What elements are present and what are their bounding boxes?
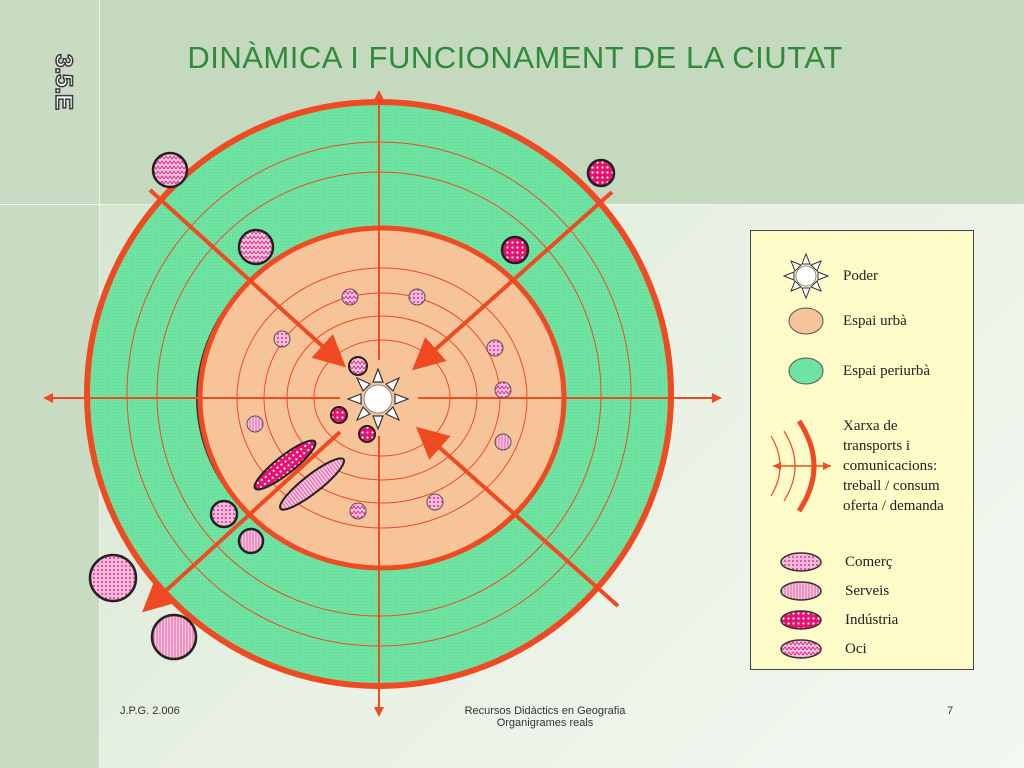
activity-oci	[341, 288, 359, 306]
activity-oci	[237, 228, 275, 266]
activity-comerc	[408, 288, 426, 306]
legend-swatch-serveis	[780, 581, 822, 601]
activity-oci	[349, 502, 367, 520]
activity-comerc	[88, 553, 138, 603]
slide-left-band	[0, 0, 100, 768]
legend-swatch-periurban	[788, 357, 824, 385]
activity-comerc	[209, 499, 239, 529]
legend-xarxa-line: comunicacions:	[843, 458, 938, 474]
activity-oci	[348, 356, 368, 376]
legend-sun-power-icon	[782, 252, 830, 300]
legend-label-serveis: Serveis	[845, 583, 890, 599]
activity-serveis-corridor	[278, 457, 346, 511]
activity-serveis	[494, 433, 512, 451]
slide-title: DINÀMICA I FUNCIONAMENT DE LA CIUTAT	[187, 40, 843, 75]
legend-label-industria: Indústria	[845, 612, 899, 628]
activity-industria	[500, 235, 530, 265]
legend-xarxa-line: treball / consum	[843, 478, 940, 494]
legend-label-oci: Oci	[845, 641, 867, 657]
activity-oci	[494, 381, 512, 399]
sun-power-icon	[346, 367, 410, 431]
legend-label-espai-urba: Espai urbà	[843, 313, 907, 329]
legend-label-poder: Poder	[843, 268, 878, 284]
legend-label-espai-periurba: Espai periurbà	[843, 363, 931, 379]
activity-industria-corridor	[253, 439, 317, 491]
footer-source-line: Organigrames reals	[496, 717, 594, 729]
legend-swatch-urban	[788, 307, 824, 335]
activity-comerc	[486, 339, 504, 357]
legend-label-comerc: Comerç	[845, 554, 893, 570]
legend-label-xarxa: Xarxa de transports i comunicacions: tre…	[843, 416, 944, 516]
activity-serveis	[237, 527, 265, 555]
footer-page-number: 7	[946, 705, 954, 717]
activity-industria	[330, 406, 348, 424]
legend-panel: Poder Espai urbà Espai periurbà Xarxa de…	[750, 230, 974, 670]
activity-serveis	[150, 613, 198, 661]
footer-author: J.P.G. 2.006	[120, 705, 180, 717]
legend-swatch-oci	[780, 639, 822, 659]
legend-xarxa-line: transports i	[843, 438, 911, 454]
flow-arrow-nw-inward	[148, 188, 346, 368]
legend-network-icon	[770, 419, 831, 513]
flow-arrow-se-inward	[416, 426, 620, 608]
footer-source-line: Recursos Didàctics en Geografia	[464, 705, 626, 717]
flow-arrow-ne-inward	[412, 190, 614, 371]
activity-comerc	[426, 493, 444, 511]
legend-xarxa-line: Xarxa de	[843, 418, 898, 434]
legend-swatch-industria	[780, 610, 822, 630]
activity-oci	[151, 151, 189, 189]
footer-source: Recursos Didàctics en Geografia Organigr…	[420, 705, 670, 729]
legend-swatch-comerc	[780, 552, 822, 572]
activity-industria	[358, 425, 376, 443]
activity-serveis	[246, 415, 264, 433]
activity-comerc	[273, 330, 291, 348]
activity-industria	[586, 158, 616, 188]
legend-symbols	[770, 252, 831, 659]
legend-xarxa-line: oferta / demanda	[843, 498, 944, 514]
flow-arrow-sw-outward	[142, 430, 342, 613]
